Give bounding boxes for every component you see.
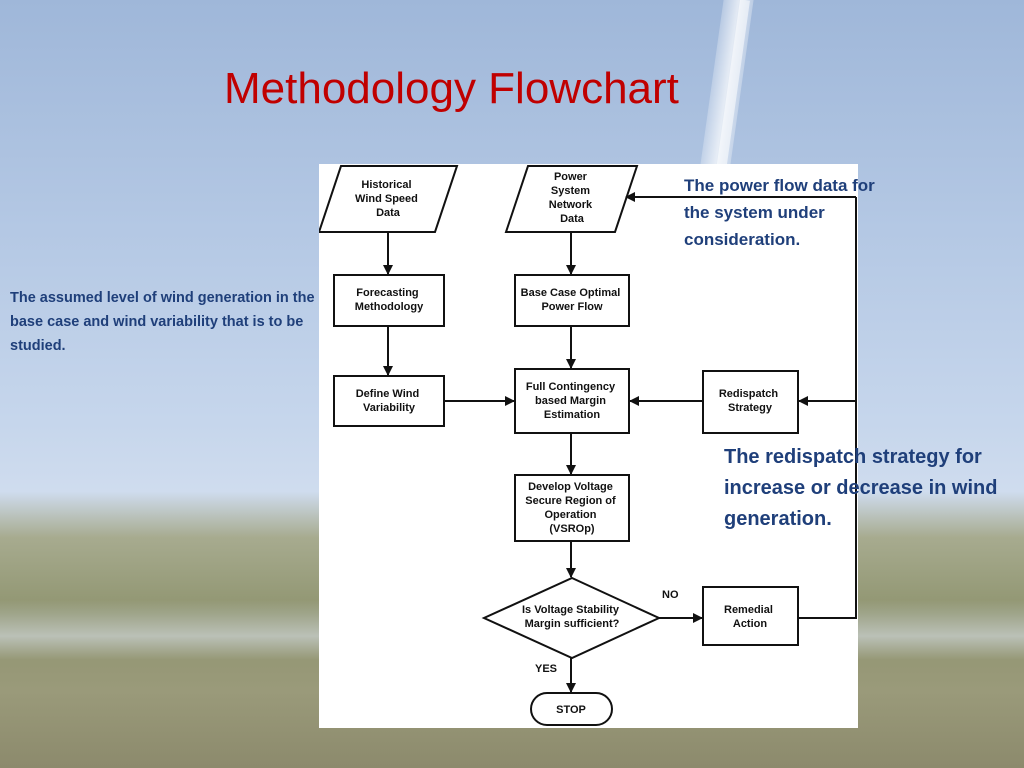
define-wind-label: Define Wind Variability <box>356 388 423 414</box>
remedial-label: Remedial Action <box>724 604 776 630</box>
feedback-loop-line <box>798 197 857 619</box>
slide-title: Methodology Flowchart <box>224 64 679 113</box>
forecasting-label: Forecasting Methodology <box>355 287 424 313</box>
define-wind-box <box>333 375 445 427</box>
stop-terminal <box>530 692 613 726</box>
yes-label: YES <box>535 663 557 675</box>
note-power-flow-data: The power flow data for the system under… <box>684 176 875 249</box>
remedial-box <box>702 586 799 646</box>
flowchart-panel: Historical Wind Speed Data Power System … <box>319 164 858 728</box>
develop-voltage-label: Develop Voltage Secure Region of Operati… <box>525 481 619 535</box>
flowchart-diagram: Historical Wind Speed Data Power System … <box>319 165 857 726</box>
forecasting-box <box>333 274 445 327</box>
historical-data-shape <box>319 165 459 233</box>
note-wind-assumption: The assumed level of wind generation in … <box>10 290 315 354</box>
network-data-shape <box>504 165 639 233</box>
develop-voltage-box <box>514 474 630 542</box>
no-label: NO <box>662 589 679 601</box>
network-label: Power System Network Data <box>549 171 595 225</box>
base-case-label: Base Case Optimal Power Flow <box>521 287 624 313</box>
decision-label: Is Voltage Stability Margin sufficient? <box>522 604 622 630</box>
historical-label: Historical Wind Speed Data <box>355 179 421 219</box>
redispatch-label: Redispatch Strategy <box>719 388 781 414</box>
note-redispatch-strategy: The redispatch strategy for increase or … <box>724 446 998 530</box>
full-contingency-box <box>514 368 630 434</box>
full-contingency-label: Full Contingency based Margin Estimation <box>526 381 618 421</box>
stop-label: STOP <box>556 704 586 716</box>
